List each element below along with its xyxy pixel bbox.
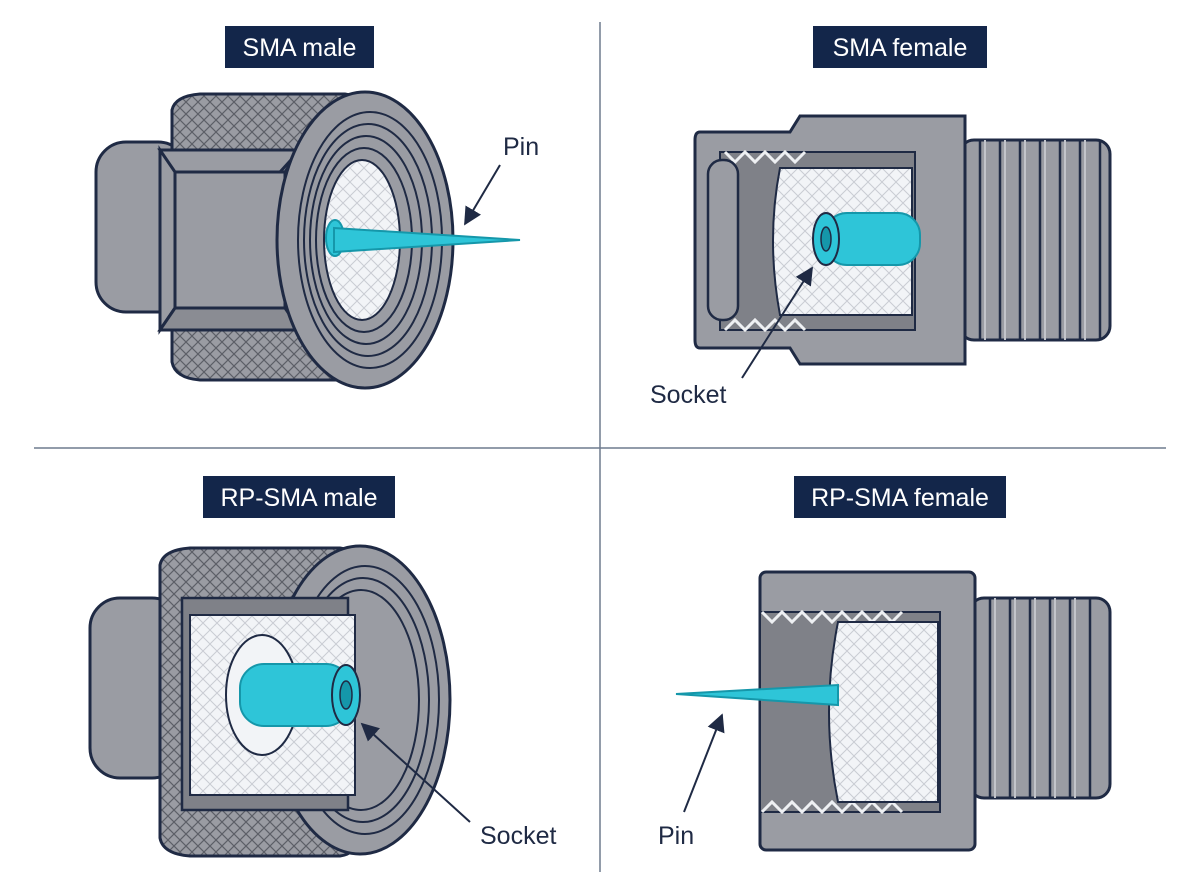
- callout-arrow: [464, 164, 501, 226]
- inner-thread-bottom: [760, 799, 904, 815]
- callout-label: Pin: [503, 133, 539, 161]
- title-badge: [794, 476, 1006, 518]
- callout-arrow: [683, 713, 725, 813]
- outer-threads: [968, 596, 1112, 800]
- hex-bottom: [157, 306, 303, 332]
- rp-sma-male-connector: [88, 544, 452, 858]
- hex-face: [173, 170, 287, 310]
- title-text: RP-SMA female: [811, 484, 989, 512]
- inner-thread-top: [760, 609, 904, 625]
- sma-female-connector: [693, 114, 1112, 366]
- callout-arrow: [360, 722, 471, 823]
- title-badge: [203, 476, 395, 518]
- pin-contact: [675, 683, 839, 707]
- title-text: SMA male: [243, 34, 357, 62]
- panel-title-sma-female: SMA female: [813, 26, 987, 68]
- title-text: RP-SMA male: [221, 484, 378, 512]
- callout-arrow: [741, 266, 813, 379]
- panel-sma-female: SMA female Socket: [650, 26, 1112, 409]
- inner-thread-top: [723, 149, 807, 165]
- panel-sma-male: SMA male Pin: [94, 26, 539, 390]
- panel-title-rp-sma-male: RP-SMA male: [203, 476, 395, 518]
- panel-title-sma-male: SMA male: [225, 26, 374, 68]
- callout-label: Socket: [650, 381, 726, 409]
- title-badge: [225, 26, 374, 68]
- socket-hole: [339, 680, 353, 710]
- inner-thread-bottom: [723, 317, 807, 333]
- title-badge: [813, 26, 987, 68]
- panel-title-rp-sma-female: RP-SMA female: [794, 476, 1006, 518]
- panel-rp-sma-female: RP-SMA female Pin: [658, 476, 1112, 852]
- pin-contact: [333, 226, 521, 254]
- sma-male-connector: [94, 90, 521, 390]
- title-text: SMA female: [833, 34, 968, 62]
- callout-label: Pin: [658, 822, 694, 850]
- panel-rp-sma-male: RP-SMA male Socket: [88, 476, 556, 858]
- outer-threads: [958, 138, 1112, 342]
- rp-sma-female-connector: [675, 570, 1112, 852]
- front-ring: [706, 158, 740, 322]
- socket-hole: [820, 226, 832, 252]
- insulator: [828, 621, 939, 803]
- callout-label: Socket: [480, 822, 556, 850]
